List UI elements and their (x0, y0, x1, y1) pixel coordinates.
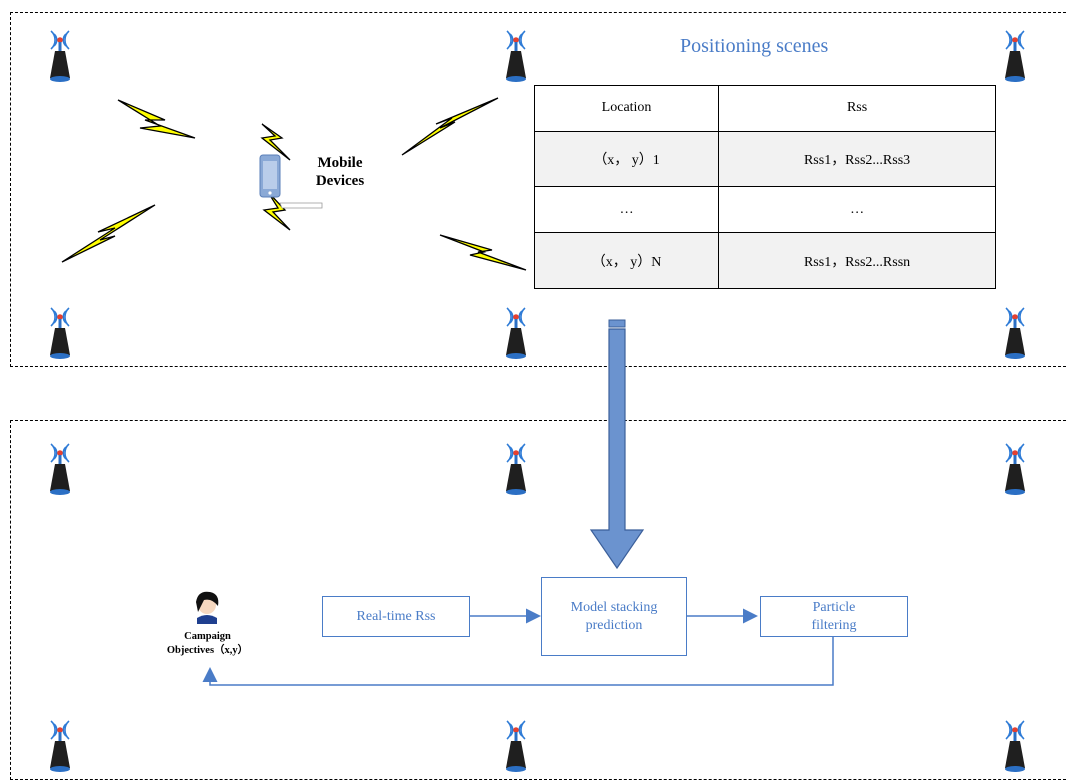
antenna-tower-icon (1004, 720, 1026, 773)
realtime-rss-box: Real-time Rss (322, 596, 470, 637)
campaign-objectives-label: Campaign Objectives（x,y） (166, 631, 249, 656)
table-header-rss: Rss (718, 85, 996, 132)
model-stacking-box: Model stacking prediction (541, 577, 687, 656)
fingerprint-table: Location Rss （x， y）1 Rss1，Rss2...Rss3 … … (533, 85, 996, 289)
antenna-tower-icon (505, 307, 527, 360)
table-row: （x， y）1 Rss1，Rss2...Rss3 (533, 130, 996, 188)
lightning-signal-icon (61, 97, 527, 271)
table-header-row: Location Rss (533, 85, 996, 132)
antenna-tower-icon (1004, 443, 1026, 496)
particle-filtering-box: Particle filtering (760, 596, 908, 637)
table-cell: （x， y）N (533, 232, 720, 289)
scene-title: Positioning scenes (680, 35, 829, 57)
table-row: … … (533, 186, 996, 234)
table-cell: Rss1，Rss2...Rssn (718, 232, 996, 289)
antenna-tower-icon (1004, 30, 1026, 83)
antenna-tower-icon (505, 443, 527, 496)
online-phase-panel (10, 420, 1067, 780)
antenna-tower-icon (49, 720, 71, 773)
smartphone-icon (259, 154, 323, 209)
antenna-tower-icon (49, 307, 71, 360)
table-header-location: Location (533, 85, 720, 132)
table-cell: Rss1，Rss2...Rss3 (718, 130, 996, 188)
antenna-tower-icon (1004, 307, 1026, 360)
table-cell: … (533, 186, 720, 234)
antenna-tower-icon (505, 720, 527, 773)
table-cell: （x， y）1 (533, 130, 720, 188)
antenna-tower-icon (49, 443, 71, 496)
antenna-tower-icon (505, 30, 527, 83)
mobile-devices-label: Mobile Devices (315, 155, 365, 189)
down-arrow-icon (589, 319, 645, 570)
table-cell: … (718, 186, 996, 234)
person-icon (196, 591, 219, 624)
positioning-scene-panel (10, 12, 1067, 367)
antenna-tower-icon (49, 30, 71, 83)
table-row: （x， y）N Rss1，Rss2...Rssn (533, 232, 996, 289)
